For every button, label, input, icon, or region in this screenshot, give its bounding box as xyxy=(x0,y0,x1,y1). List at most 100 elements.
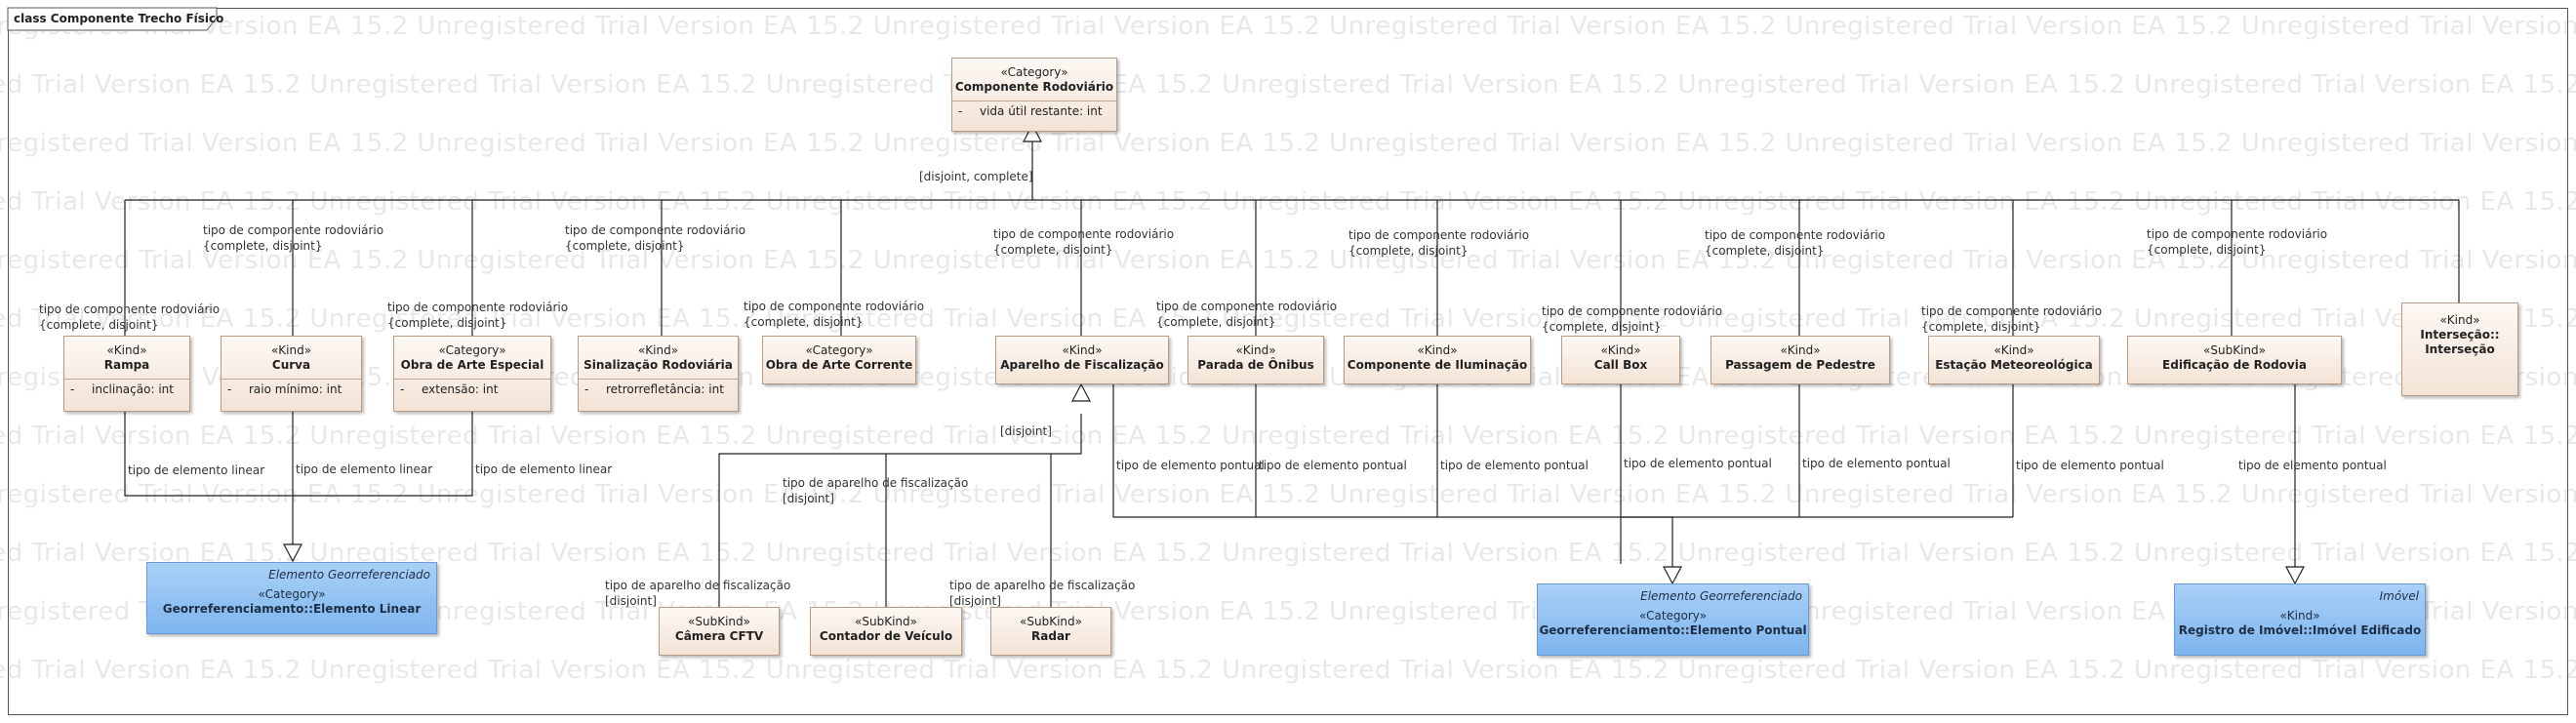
pontual-label-iluminacao: tipo de elemento pontual xyxy=(1440,459,1589,472)
class-name: Registro de Imóvel::Imóvel Edificado xyxy=(2178,623,2422,637)
class-name: Componente de Iluminação xyxy=(1347,358,1528,372)
class-name: Obra de Arte Especial xyxy=(400,358,544,372)
class-name: Aparelho de Fiscalização xyxy=(1000,358,1164,372)
stereotype: «Kind» xyxy=(106,343,147,357)
class-name: Radar xyxy=(1031,629,1070,643)
watermark-row: Unregistered Trial Version EA 15.2 Unreg… xyxy=(0,480,2576,509)
watermark-row: Unregistered Trial Version EA 15.2 Unreg… xyxy=(0,12,2576,41)
gs-label-aparelho: tipo de componente rodoviário{complete, … xyxy=(993,227,1175,257)
gs-label-rampa: tipo de componente rodoviário{complete, … xyxy=(39,302,221,332)
class-name-line1: Interseção:: xyxy=(2420,328,2500,341)
diagram-frame xyxy=(8,8,2568,715)
visibility-marker: - xyxy=(227,382,232,396)
class-name: Componente Rodoviário xyxy=(954,80,1114,94)
frame-title: class Componente Trecho Físico xyxy=(14,12,224,25)
class-name: Rampa xyxy=(103,358,150,372)
triangle-pontual xyxy=(1663,566,1682,585)
pontual-label-callbox: tipo de elemento pontual xyxy=(1624,457,1772,470)
triangle-linear xyxy=(283,543,302,563)
class-name: Parada de Ônibus xyxy=(1197,358,1314,372)
class-componente-rodoviario[interactable]: «Category» Componente Rodoviário - vida ú… xyxy=(951,58,1117,132)
stereotype: «Category» xyxy=(805,343,873,357)
linear-rel-lines xyxy=(124,392,473,544)
attribute: inclinação: int xyxy=(92,382,174,396)
triangle-componente xyxy=(1023,123,1042,142)
class-sinalizacao-rodoviaria[interactable]: «Kind» Sinalização Rodoviária -retrorref… xyxy=(578,336,739,412)
class-estacao-meteoreologica[interactable]: «Kind» Estação Meteoreológica xyxy=(1928,336,2100,384)
fisc-label-camera: tipo de aparelho de fiscalização[disjoin… xyxy=(605,579,791,608)
stereotype: «Kind» xyxy=(2279,609,2320,623)
fisc-rel-lines xyxy=(718,414,1082,607)
attribute-compartment: - extensão: int xyxy=(394,379,550,400)
class-rampa[interactable]: «Kind» Rampa - inclinação: int xyxy=(63,336,190,412)
visibility-marker: - xyxy=(70,382,75,396)
class-curva[interactable]: «Kind» Curva -raio mínimo: int xyxy=(221,336,362,412)
stereotype: «Kind» xyxy=(1993,343,2034,357)
stereotype: «Category» xyxy=(258,587,326,601)
class-name-line2: Interseção xyxy=(2425,342,2495,356)
pontual-rel-lines xyxy=(1112,384,2014,564)
stereotype: «Kind» xyxy=(1235,343,1276,357)
class-componente-iluminacao[interactable]: «Kind» Componente de Iluminação xyxy=(1344,336,1531,384)
class-radar[interactable]: «SubKind» Radar xyxy=(990,607,1111,656)
gs-label-passagem: tipo de componente rodoviário{complete, … xyxy=(1705,228,1886,258)
class-passagem-pedestre[interactable]: «Kind» Passagem de Pedestre xyxy=(1711,336,1890,384)
stereotype: «Kind» xyxy=(1600,343,1641,357)
watermark-row: Unregistered Trial Version EA 15.2 Unreg… xyxy=(0,304,2576,334)
stereotype: «Category» xyxy=(1000,65,1068,79)
visibility-marker: - xyxy=(958,104,963,118)
class-parada-onibus[interactable]: «Kind» Parada de Ônibus xyxy=(1187,336,1324,384)
top-generalization-set-label: [disjoint, complete] xyxy=(919,170,1033,183)
class-intersecao[interactable]: «Kind» Interseção:: Interseção xyxy=(2401,302,2518,396)
linear-label-rampa: tipo de elemento linear xyxy=(128,463,265,477)
attribute: vida útil restante: int xyxy=(980,104,1103,118)
attribute: retrorrefletância: int xyxy=(606,382,724,396)
stereotype: «SubKind» xyxy=(2203,343,2266,357)
fisc-label-contador: tipo de aparelho de fiscalização[disjoin… xyxy=(783,476,969,505)
class-obra-arte-corrente[interactable]: «Category» Obra de Arte Corrente xyxy=(762,336,916,384)
pontual-label-parada: tipo de elemento pontual xyxy=(1259,459,1407,472)
stereotype: «SubKind» xyxy=(688,615,750,628)
class-name: Passagem de Pedestre xyxy=(1725,358,1875,372)
class-obra-arte-especial[interactable]: «Category» Obra de Arte Especial -extens… xyxy=(393,336,551,412)
class-name: Estação Meteoreológica xyxy=(1935,358,2093,372)
linear-label-obra: tipo de elemento linear xyxy=(475,462,613,476)
stereotype: «Kind» xyxy=(270,343,312,357)
linear-label-curva: tipo de elemento linear xyxy=(296,462,433,476)
class-name: Georreferenciamento::Elemento Pontual xyxy=(1539,623,1807,637)
stereotype: «SubKind» xyxy=(855,615,917,628)
triangle-aparelho xyxy=(1071,382,1091,402)
attribute: extensão: int xyxy=(422,382,499,396)
class-elemento-linear[interactable]: Elemento Georreferenciado «Category» Geo… xyxy=(146,562,437,634)
pontual-label-estacao: tipo de elemento pontual xyxy=(2016,459,2164,472)
watermark-row: Unregistered Trial Version EA 15.2 Unreg… xyxy=(0,187,2576,217)
attribute: raio mínimo: int xyxy=(249,382,342,396)
triangle-imovel xyxy=(2285,566,2305,585)
class-edificacao-rodovia[interactable]: «SubKind» Edificação de Rodovia xyxy=(2127,336,2342,384)
gs-label-obra-especial: tipo de componente rodoviário{complete, … xyxy=(387,301,569,330)
attribute-compartment: -retrorrefletância: int xyxy=(579,379,738,400)
visibility-marker: - xyxy=(400,382,405,396)
class-camera-cftv[interactable]: «SubKind» Câmera CFTV xyxy=(659,607,780,656)
class-name: Obra de Arte Corrente xyxy=(765,358,913,372)
package-name: Elemento Georreferenciado xyxy=(1640,589,1802,603)
gs-label-edificacao: tipo de componente rodoviário{complete, … xyxy=(2147,227,2328,257)
attribute-compartment: - raio mínimo: int xyxy=(221,379,361,400)
class-contador-veiculo[interactable]: «SubKind» Contador de Veículo xyxy=(810,607,962,656)
class-name: Edificação de Rodovia xyxy=(2162,358,2307,372)
class-aparelho-fiscalizacao[interactable]: «Kind» Aparelho de Fiscalização xyxy=(995,336,1169,384)
stereotype: «Kind» xyxy=(637,343,679,357)
watermark-row: Unregistered Trial Version EA 15.2 Unreg… xyxy=(0,129,2576,158)
class-call-box[interactable]: «Kind» Call Box xyxy=(1561,336,1680,384)
class-elemento-pontual[interactable]: Elemento Georreferenciado «Category» Geo… xyxy=(1537,583,1809,656)
pontual-label-passagem: tipo de elemento pontual xyxy=(1802,457,1951,470)
class-imovel-edificado[interactable]: Imóvel «Kind» Registro de Imóvel::Imóvel… xyxy=(2174,583,2426,656)
pontual-label-edificacao: tipo de elemento pontual xyxy=(2238,459,2387,472)
watermark-row: Unregistered Trial Version EA 15.2 Unreg… xyxy=(0,422,2576,451)
generalization-bus xyxy=(125,141,2459,201)
class-name: Call Box xyxy=(1593,358,1648,372)
attribute-compartment: - vida útil restante: int xyxy=(952,100,1116,122)
